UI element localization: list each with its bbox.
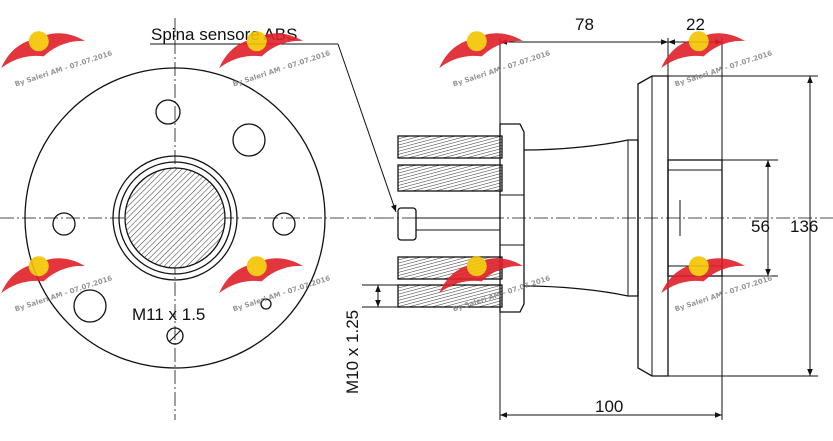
bolt-hole-left xyxy=(52,212,76,236)
watermark-wing-logo xyxy=(219,33,303,69)
stud-1 xyxy=(397,135,503,159)
watermark-stamp: By Saleri AM - 07.07.2016 xyxy=(661,31,773,88)
hub-outer-circle xyxy=(112,155,238,281)
watermark-badge xyxy=(466,31,487,52)
watermark-badge xyxy=(466,256,487,277)
watermark-wing-logo xyxy=(439,33,523,69)
watermark-wing-logo xyxy=(439,258,523,294)
abs-sensor-pin xyxy=(397,207,417,241)
watermark-badge xyxy=(28,256,49,277)
watermark-wing-logo xyxy=(661,258,745,294)
stud-2 xyxy=(397,164,503,192)
watermark-wing-logo xyxy=(219,258,303,294)
watermark-wing-logo xyxy=(661,33,745,69)
dim-22-text: 22 xyxy=(686,15,705,34)
m11-thread-label: M11 x 1.5 xyxy=(132,305,205,324)
watermark-badge xyxy=(246,31,267,52)
watermark-wing-logo xyxy=(1,258,85,294)
dim-100-text: 100 xyxy=(595,397,623,416)
outer-flange xyxy=(637,75,669,377)
watermark-badge xyxy=(246,256,267,277)
threaded-hole-mark xyxy=(168,329,182,343)
small-hole xyxy=(260,298,272,310)
watermark-stamp: By Saleri AM - 07.07.2016 xyxy=(1,256,113,313)
dimension-lines xyxy=(362,38,818,420)
hub-inner-circle xyxy=(118,161,232,275)
dim-136-text: 136 xyxy=(790,217,818,236)
m10-thread-label: M10 x 1.25 xyxy=(343,310,362,394)
hub-section-hatched xyxy=(124,167,226,269)
large-hole-bottom-left xyxy=(73,289,107,323)
dim-78-text: 78 xyxy=(575,15,594,34)
large-hole-top-right xyxy=(232,123,266,157)
side-view xyxy=(380,75,833,377)
bolt-hole-right xyxy=(272,212,296,236)
watermark-badge xyxy=(28,31,49,52)
threaded-hole-m11 xyxy=(166,327,184,345)
watermark-stamp: By Saleri AM - 07.07.2016 xyxy=(1,31,113,88)
front-view xyxy=(0,18,380,420)
flange-outer-circle xyxy=(24,67,326,369)
watermark-badge xyxy=(688,31,709,52)
dim-56-text: 56 xyxy=(751,217,770,236)
watermark-wing-logo xyxy=(1,33,85,69)
bolt-hole-top xyxy=(155,99,181,125)
watermark-stamp: By Saleri AM - 07.07.2016 xyxy=(439,31,551,88)
watermark-badge xyxy=(688,256,709,277)
watermark-layer: By Saleri AM - 07.07.2016 By Saleri AM - … xyxy=(1,31,773,313)
